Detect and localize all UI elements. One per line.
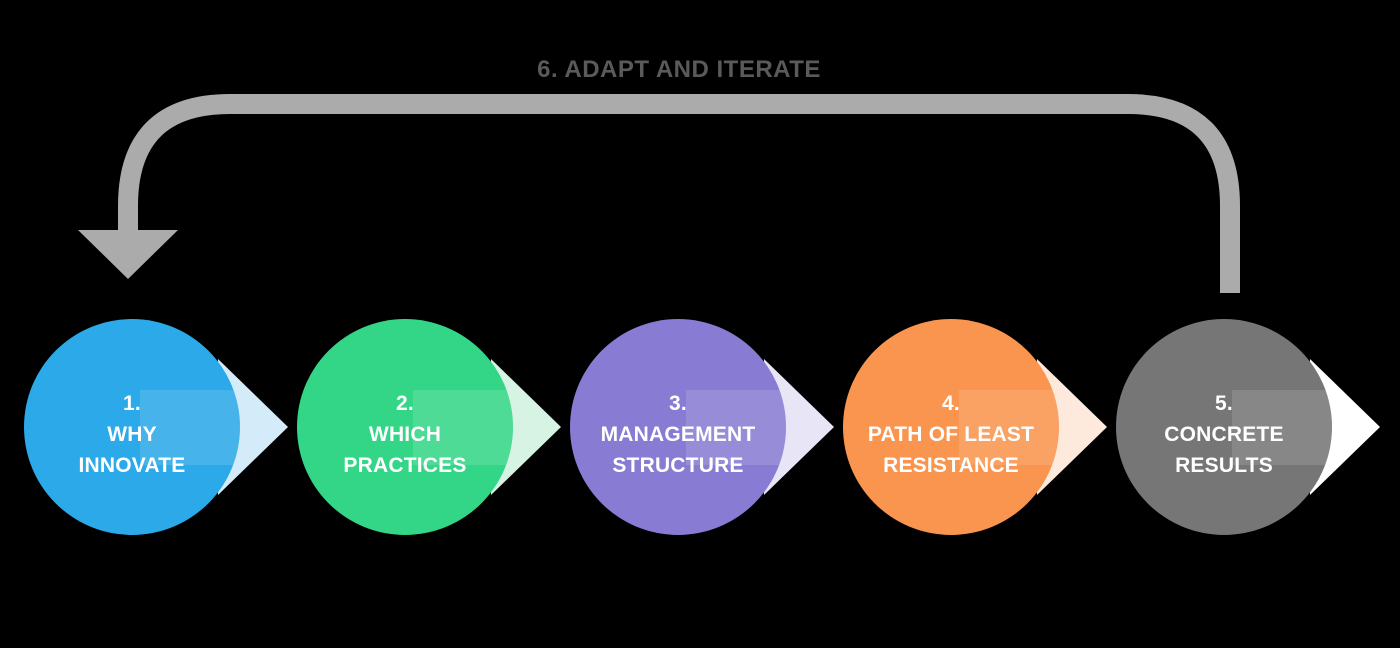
- step-3-management-structure: 3. MANAGEMENT STRUCTURE: [570, 319, 862, 535]
- highlight-band: [413, 390, 513, 465]
- step-line: RESULTS: [1175, 453, 1273, 477]
- loop-arrow-path: [118, 94, 1240, 293]
- step-circle: 3. MANAGEMENT STRUCTURE: [570, 319, 786, 535]
- step-line: MANAGEMENT: [600, 422, 756, 446]
- step-number: 4.: [942, 391, 960, 415]
- step-line: WHICH: [368, 422, 442, 446]
- step-line: STRUCTURE: [612, 453, 744, 477]
- step-line: CONCRETE: [1164, 422, 1284, 446]
- step-label: 5. CONCRETE RESULTS: [1164, 374, 1283, 481]
- step-line: RESISTANCE: [883, 453, 1019, 477]
- step-2-which-practices: 2. WHICH PRACTICES: [297, 319, 589, 535]
- step-circle: 1. WHY INNOVATE: [24, 319, 240, 535]
- highlight-band: [686, 390, 786, 465]
- step-line: WHY: [107, 422, 157, 446]
- adapt-iterate-loop-arrow: [78, 94, 1240, 293]
- step-label: 2. WHICH PRACTICES: [343, 374, 466, 481]
- loop-label: 6. ADAPT AND ITERATE: [537, 56, 821, 83]
- step-number: 1.: [123, 391, 141, 415]
- step-circle: 4. PATH OF LEAST RESISTANCE: [843, 319, 1059, 535]
- step-number: 3.: [669, 391, 687, 415]
- step-label: 1. WHY INNOVATE: [79, 374, 186, 481]
- step-line: INNOVATE: [78, 453, 186, 477]
- step-number: 2.: [396, 391, 414, 415]
- highlight-band: [959, 390, 1059, 465]
- step-line: PATH OF LEAST: [867, 422, 1035, 446]
- step-5-concrete-results: 5. CONCRETE RESULTS: [1116, 319, 1400, 535]
- step-line: PRACTICES: [343, 453, 467, 477]
- step-circle: 5. CONCRETE RESULTS: [1116, 319, 1332, 535]
- step-label: 3. MANAGEMENT STRUCTURE: [601, 374, 756, 481]
- highlight-band: [1232, 390, 1332, 465]
- highlight-band: [140, 390, 240, 465]
- step-number: 5.: [1215, 391, 1233, 415]
- step-label: 4. PATH OF LEAST RESISTANCE: [868, 374, 1034, 481]
- step-1-why-innovate: 1. WHY INNOVATE: [24, 319, 316, 535]
- step-4-path-of-least-resistance: 4. PATH OF LEAST RESISTANCE: [843, 319, 1135, 535]
- loop-arrowhead-icon: [78, 230, 178, 279]
- step-circle: 2. WHICH PRACTICES: [297, 319, 513, 535]
